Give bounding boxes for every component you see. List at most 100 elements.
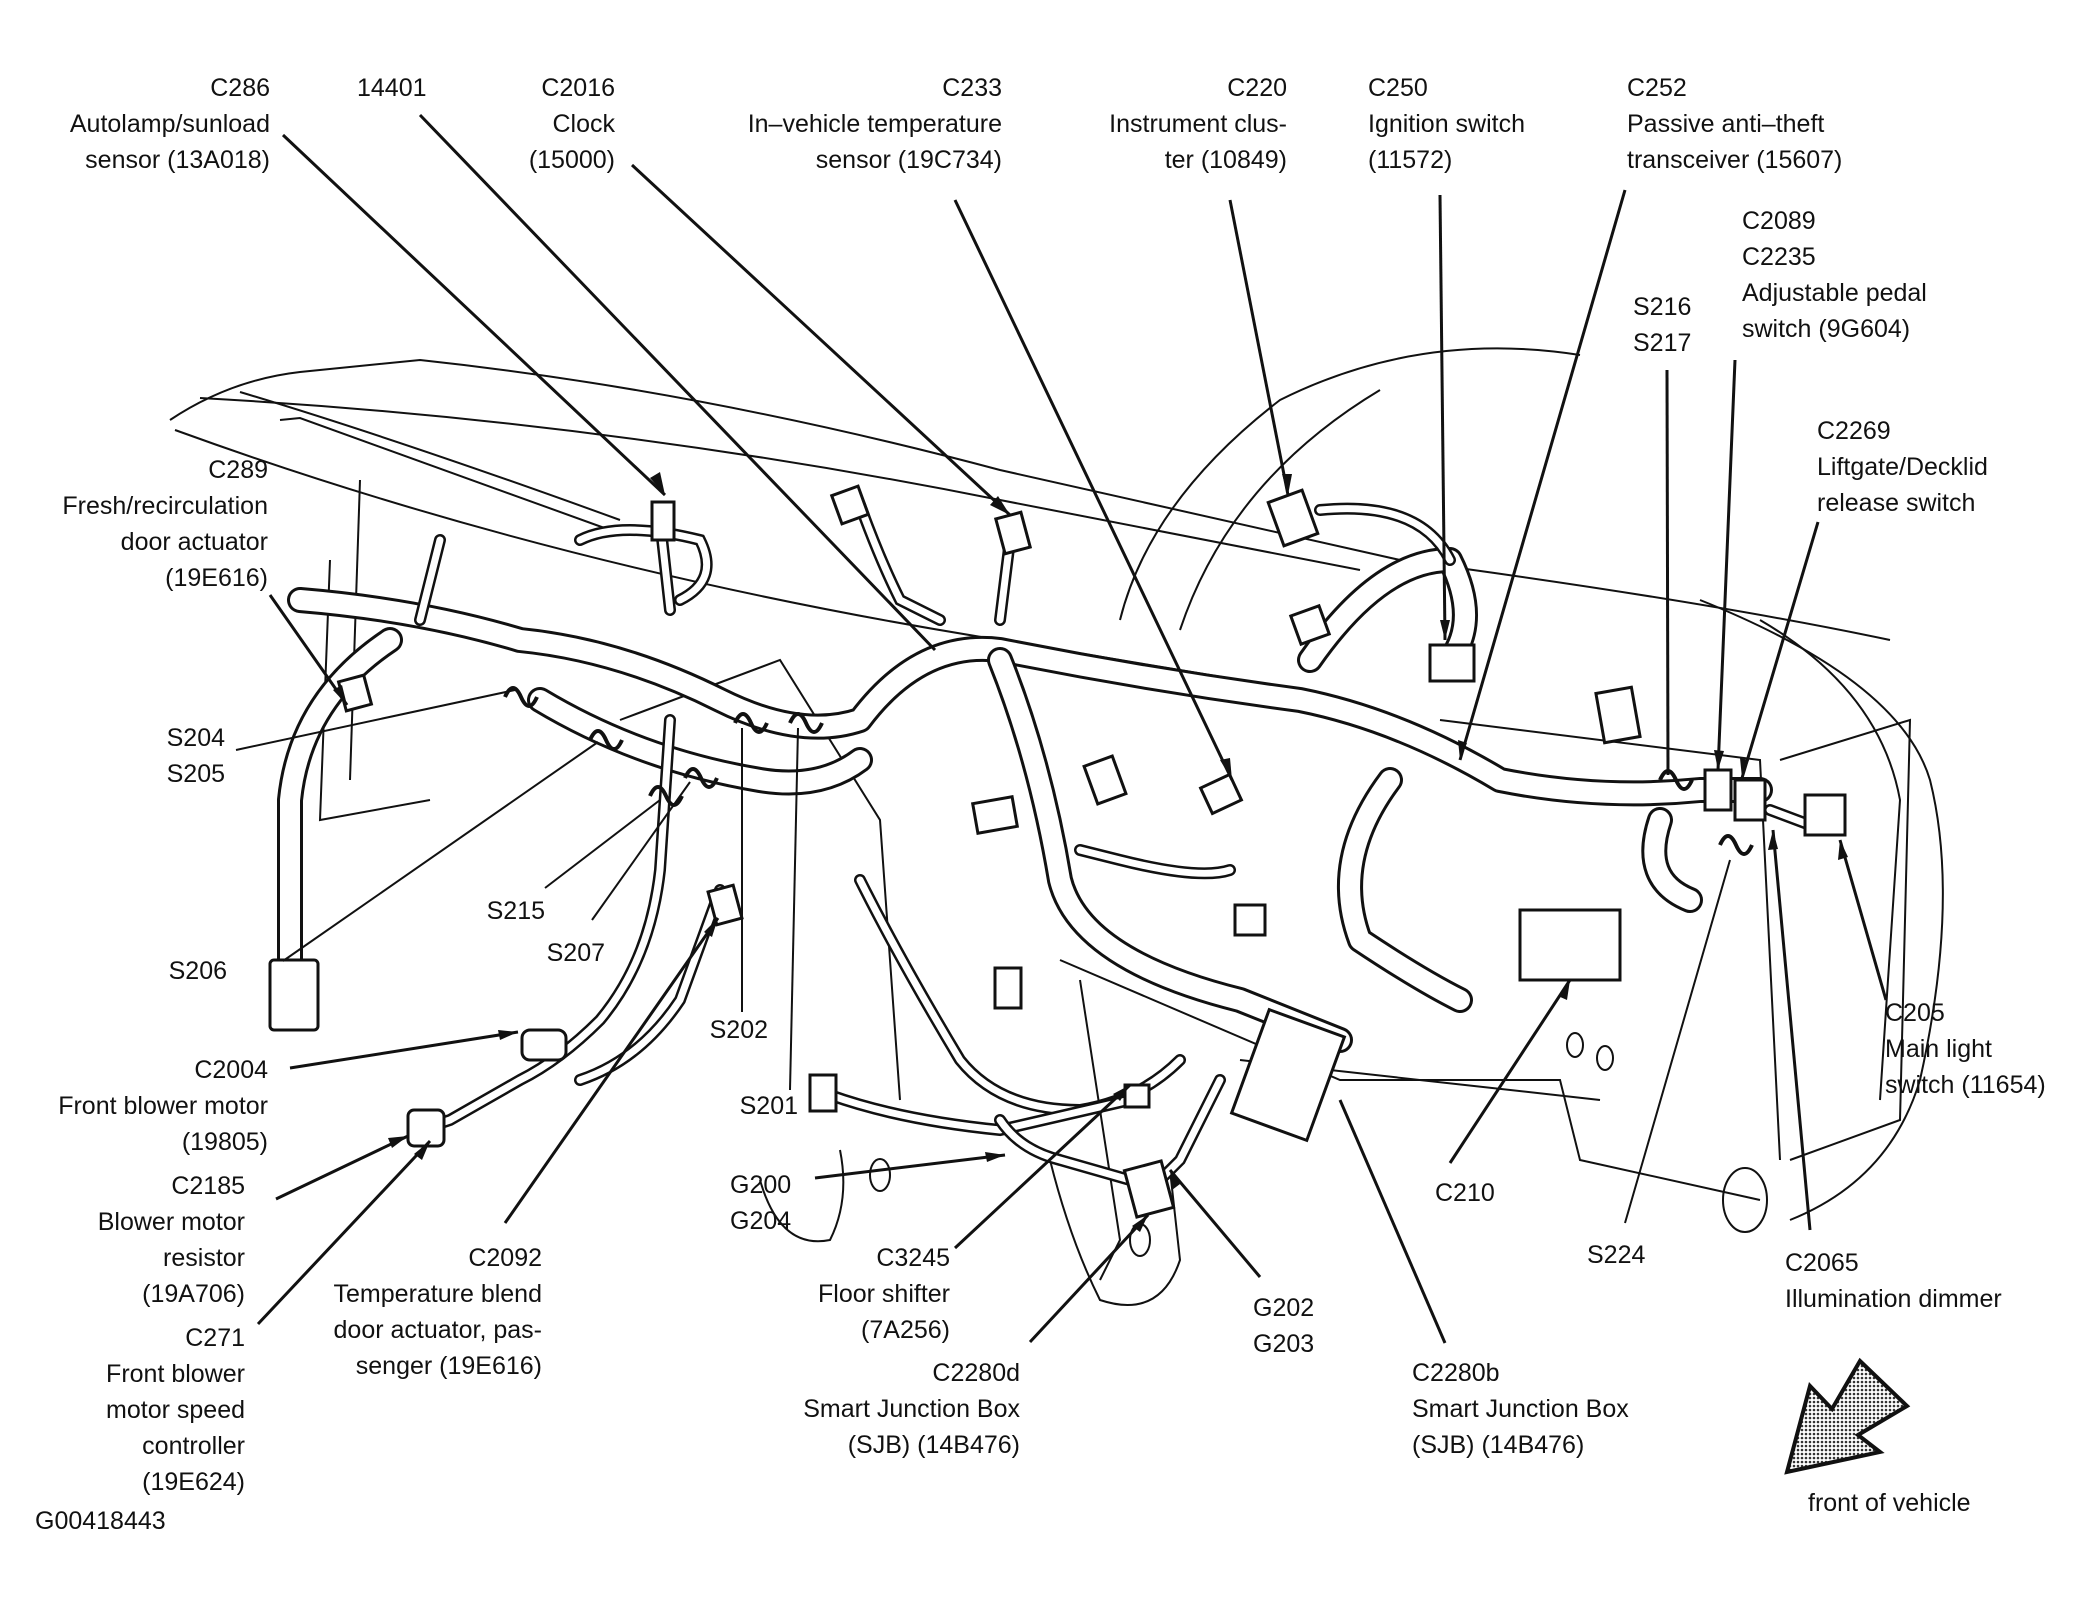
leader-c2089 [1716,359,1737,771]
splice-id: S201 [739,1092,798,1120]
part-description: (19805) [181,1128,268,1156]
splice-id: S216 [1633,293,1692,321]
callout-c2280b: C2280b Smart Junction Box (SJB) (14B476) [1412,1355,1629,1463]
part-description: (15000) [528,146,615,174]
part-description: controller [142,1432,245,1460]
callout-s202: S202 [710,1012,768,1048]
connector-id: C2280d [932,1359,1020,1387]
front-of-vehicle-arrow-icon [1784,1357,1911,1475]
callout-c3245: C3245 Floor shifter (7A256) [818,1240,950,1348]
leader-s201 [789,727,799,1091]
connector-c289-body [268,958,320,1032]
part-description: release switch [1817,489,1976,517]
arrowheads [333,472,1848,1232]
part-description: Main light [1885,1035,1992,1063]
leader-c3245 [953,1083,1132,1250]
callout-s224: S224 [1587,1237,1645,1273]
connector-id: C2004 [194,1056,268,1084]
connector-id: C250 [1368,74,1428,102]
connector-id: C2185 [171,1172,245,1200]
splice-id: S217 [1633,329,1692,357]
callout-c2185: C2185 Blower motor resistor (19A706) [98,1168,245,1312]
leader-c250 [1438,194,1447,641]
part-description: sensor (19C734) [815,146,1002,174]
connector-id: C220 [1227,74,1287,102]
connector-id: C252 [1627,74,1687,102]
part-description: Instrument clus- [1109,110,1287,138]
part-description: ter (10849) [1164,146,1287,174]
part-number: 14401 [357,74,427,102]
part-description: Autolamp/sunload [69,110,270,138]
leader-c233 [953,199,1234,781]
callout-c233: C233 In–vehicle temperature sensor (19C7… [748,70,1002,178]
callout-c210: C210 [1435,1175,1495,1211]
leader-c2016 [630,163,1012,517]
callout-c271: C271 Front blower motor speed controller… [106,1320,245,1500]
figure-id-text: G00418443 [35,1507,166,1535]
connector-id: C2269 [1817,417,1891,445]
part-description: transceiver (15607) [1627,146,1843,174]
splice-id: S207 [546,939,605,967]
connector-id: C205 [1885,999,1945,1027]
leader-c2092 [503,917,720,1224]
connector-id: C210 [1435,1179,1495,1207]
part-description: sensor (13A018) [85,146,270,174]
callout-c220: C220 Instrument clus- ter (10849) [1109,70,1287,178]
callout-c2065: C2065 Illumination dimmer [1785,1245,2002,1317]
leader-s204 [235,689,516,751]
callout-c250: C250 Ignition switch (11572) [1368,70,1525,178]
leader-s207 [591,781,691,921]
part-description: Front blower [106,1360,245,1388]
part-description: door actuator [120,528,268,556]
callout-c2092: C2092 Temperature blend door actuator, p… [334,1240,542,1384]
connector-id: C289 [208,456,268,484]
connector-id: C2016 [541,74,615,102]
callout-s207: S207 [547,935,605,971]
connector-id: C2092 [468,1244,542,1272]
connector-c210-body [1518,908,1622,982]
part-description: Ignition switch [1368,110,1526,138]
part-description: senger (19E616) [355,1352,542,1380]
callout-g202-g203: G202 G203 [1253,1290,1314,1362]
splice-id: S202 [709,1016,768,1044]
leader-c220 [1228,199,1290,496]
part-description: resistor [163,1244,245,1272]
part-description: (19E624) [142,1468,245,1496]
leader-s206 [282,741,599,962]
callout-c286: C286 Autolamp/sunload sensor (13A018) [70,70,270,178]
part-description: Fresh/recirculation [62,492,268,520]
part-description: (19A706) [142,1280,245,1308]
connector-id: C2089 [1742,207,1816,235]
ground-id: G202 [1253,1294,1315,1322]
part-description: motor speed [106,1396,245,1424]
leader-s215 [544,799,661,889]
callout-c2280d: C2280d Smart Junction Box (SJB) (14B476) [803,1355,1020,1463]
leader-lines [235,113,1888,1344]
splice-id: S205 [166,760,225,788]
connector-id: C233 [942,74,1002,102]
callout-c289: C289 Fresh/recirculation door actuator (… [62,452,268,596]
ground-id: G204 [730,1207,792,1235]
splice-id: S204 [166,724,225,752]
part-description: door actuator, pas- [333,1316,542,1344]
callout-s216-s217: S216 S217 [1633,289,1691,361]
connector-id: C2280b [1412,1359,1500,1387]
part-description: Clock [552,110,615,138]
splice-id: S224 [1587,1241,1646,1269]
part-description: switch (11654) [1885,1071,2046,1099]
leader-g202 [1168,1169,1262,1278]
connector-c250-body [1428,643,1476,683]
part-description: (SJB) (14B476) [847,1431,1020,1459]
callout-s204-s205: S204 S205 [167,720,225,792]
callout-c252: C252 Passive anti–theft transceiver (156… [1627,70,1842,178]
leader-c205 [1838,839,1888,1001]
callout-c2089-c2235: C2089 C2235 Adjustable pedal switch (9G6… [1742,203,1927,347]
part-description: switch (9G604) [1742,315,1911,343]
part-description: (11572) [1368,146,1453,174]
leader-s224 [1624,859,1731,1224]
part-description: Blower motor [97,1208,245,1236]
connector-id: C271 [185,1324,245,1352]
part-description: Temperature blend [333,1280,542,1308]
leader-c289 [268,594,349,706]
connector-id: C3245 [876,1244,950,1272]
